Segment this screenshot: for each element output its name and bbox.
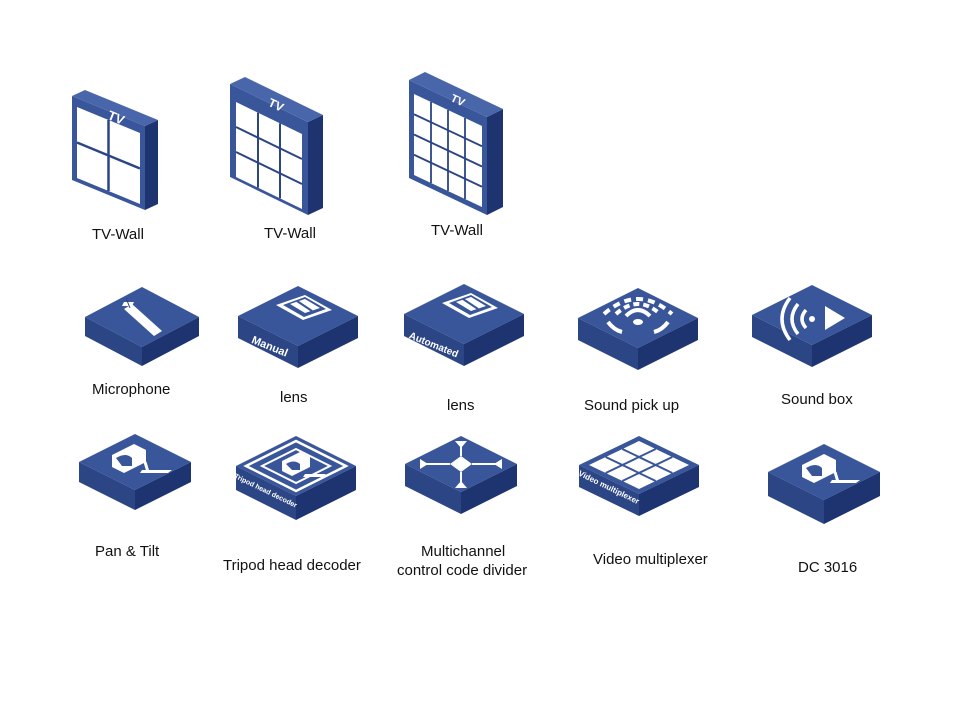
tv-wall-2x2-icon[interactable]: TV [72, 90, 158, 210]
lens-manual-icon[interactable]: Manual [238, 286, 358, 368]
label-code-divider-line1: Multichannel [421, 543, 506, 560]
pan-tilt-icon[interactable] [79, 434, 191, 510]
label-lens-manual: lens [280, 389, 308, 406]
label-code-divider-line2: control code divider [397, 562, 528, 579]
tv-inscription-1: TV [106, 107, 127, 127]
tripod-head-decoder-icon[interactable]: Tripod head decoder [233, 436, 356, 520]
video-multiplexer-icon[interactable]: Video multiplexer [577, 436, 699, 516]
tv-wall-4x4-icon[interactable]: TV [409, 72, 503, 215]
label-tv-wall-3: TV-Wall [431, 222, 483, 239]
microphone-icon[interactable] [85, 287, 199, 366]
tv-wall-3x3-icon[interactable]: TV [230, 77, 323, 215]
label-dc3016: DC 3016 [798, 559, 858, 576]
sound-box-icon[interactable] [752, 285, 872, 367]
label-lens-automated: lens [447, 397, 475, 414]
label-video-multiplexer: Video multiplexer [593, 551, 708, 568]
tv-inscription-2: TV [266, 95, 286, 114]
label-pan-tilt: Pan & Tilt [95, 543, 160, 560]
tv-inscription-3: TV [449, 92, 467, 109]
code-divider-icon[interactable] [405, 436, 517, 514]
sound-pickup-icon[interactable] [578, 288, 698, 370]
label-sound-box: Sound box [781, 391, 853, 408]
label-sound-pickup: Sound pick up [584, 397, 680, 414]
label-tv-wall-2: TV-Wall [264, 225, 316, 242]
label-microphone: Microphone [92, 381, 171, 398]
label-tv-wall-1: TV-Wall [92, 226, 144, 243]
lens-automated-icon[interactable]: Automated [404, 284, 524, 366]
dc3016-icon[interactable] [768, 444, 880, 524]
label-tripod-decoder: Tripod head decoder [223, 557, 361, 574]
